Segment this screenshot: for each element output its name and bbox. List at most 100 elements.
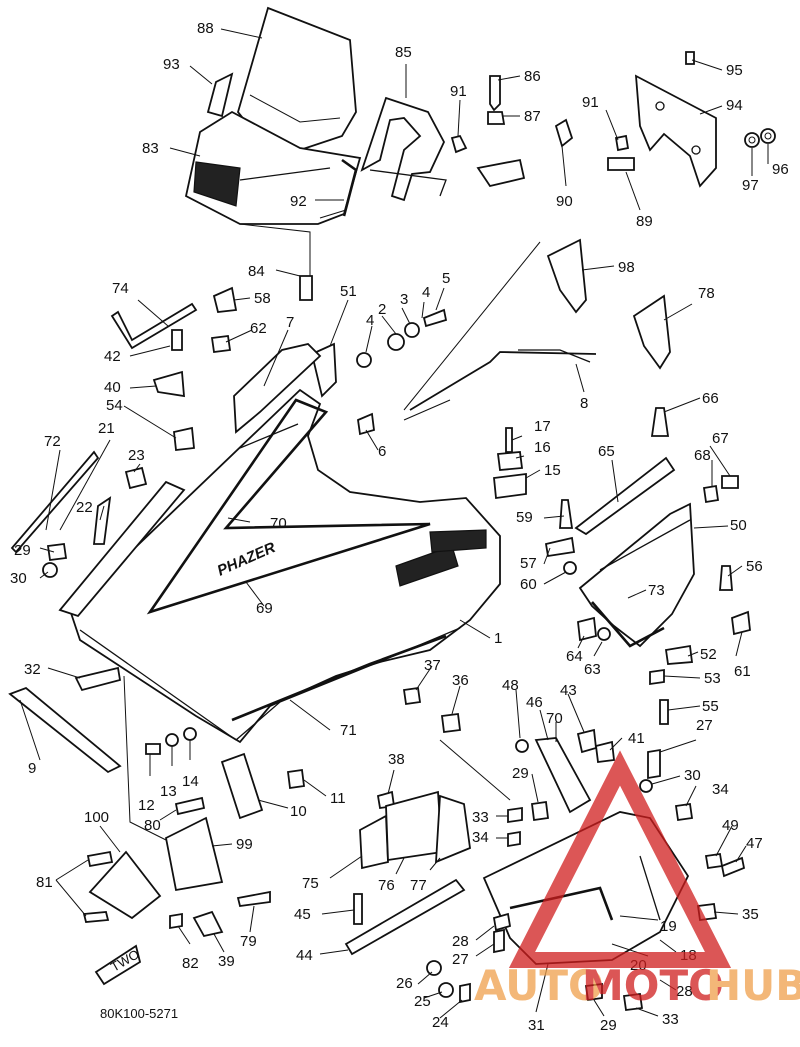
clip-82	[169, 912, 183, 930]
callout-36: 36	[452, 672, 469, 689]
callout-57: 57	[520, 555, 537, 572]
rod-74	[110, 302, 198, 350]
washer-13	[165, 733, 179, 747]
callout-34a: 34	[712, 781, 729, 798]
watermark-text-3: HUB	[706, 961, 800, 1010]
callout-88: 88	[197, 20, 214, 37]
bolt-24	[459, 982, 471, 1004]
nut-37	[402, 686, 422, 706]
callout-86: 86	[524, 68, 541, 85]
callout-81: 81	[36, 874, 53, 891]
pad-78	[632, 294, 671, 370]
panel-76	[385, 790, 443, 862]
callout-40: 40	[104, 379, 121, 396]
tray-100	[88, 850, 162, 920]
callout-92: 92	[290, 193, 307, 210]
callout-82: 82	[182, 955, 199, 972]
screw-49	[704, 852, 724, 870]
callout-45: 45	[294, 906, 311, 923]
callout-72: 72	[44, 433, 61, 450]
leader-lines	[19, 28, 769, 1019]
bolt-91	[450, 134, 468, 154]
washer-16	[496, 451, 524, 471]
bracket-57	[544, 536, 576, 558]
side-cover-99	[164, 816, 224, 892]
callout-98: 98	[618, 259, 635, 276]
callout-69: 69	[256, 600, 273, 617]
callout-13: 13	[160, 783, 177, 800]
callout-51: 51	[340, 283, 357, 300]
callout-29c: 29	[600, 1017, 617, 1034]
callout-31: 31	[528, 1017, 545, 1034]
callout-90: 90	[556, 193, 573, 210]
nut-33	[507, 806, 523, 824]
grommet-29b	[530, 800, 550, 822]
screw-6	[357, 412, 375, 436]
callout-38: 38	[388, 751, 405, 768]
washer-14	[183, 727, 197, 741]
callout-79: 79	[240, 933, 257, 950]
callout-100: 100	[84, 809, 109, 826]
clip-62	[210, 334, 232, 354]
callout-80: 80	[144, 817, 161, 834]
grommet-29a	[46, 542, 68, 562]
bolt-27b	[493, 928, 505, 954]
callout-97: 97	[742, 177, 759, 194]
callout-87: 87	[524, 108, 541, 125]
callout-22: 22	[76, 499, 93, 516]
washer-48	[515, 739, 529, 753]
callout-71: 71	[340, 722, 357, 739]
watermark-logo: AUTO MOTO HUB	[474, 750, 800, 1010]
callout-93: 93	[163, 56, 180, 73]
callout-68: 68	[694, 447, 711, 464]
callout-30a: 30	[10, 570, 27, 587]
grommet-34	[674, 802, 694, 822]
clip-53	[649, 668, 665, 686]
callout-27b: 27	[452, 951, 469, 968]
clip-39	[192, 910, 224, 938]
lower-cowl-50	[578, 502, 695, 648]
bar-65	[574, 456, 676, 536]
callout-25: 25	[414, 993, 431, 1010]
washer-97	[744, 132, 760, 148]
callout-43: 43	[560, 682, 577, 699]
washer-28	[492, 912, 512, 932]
clamp-89	[607, 157, 635, 171]
callout-16: 16	[534, 439, 551, 456]
bolt-27a	[647, 748, 661, 780]
callout-44: 44	[296, 947, 313, 964]
pin-66	[650, 407, 670, 437]
callout-52: 52	[700, 646, 717, 663]
bolt-67	[721, 475, 739, 489]
callout-14: 14	[182, 773, 199, 790]
callout-30b: 30	[684, 767, 701, 784]
washer-26	[426, 960, 442, 976]
washer-63	[597, 627, 611, 641]
watermark-text-2: MOTO	[582, 961, 724, 1010]
callout-24: 24	[432, 1014, 449, 1031]
callout-50: 50	[730, 517, 747, 534]
callout-42: 42	[104, 348, 121, 365]
callout-67: 67	[712, 430, 729, 447]
callout-1: 1	[494, 630, 502, 647]
callout-11: 11	[330, 790, 346, 807]
pin-56	[719, 565, 733, 591]
callout-70b: 70	[546, 710, 563, 727]
callout-3: 3	[400, 291, 408, 308]
bracket-94	[634, 74, 717, 188]
callout-74: 74	[112, 280, 129, 297]
callout-70a: 70	[270, 515, 287, 532]
clip-43	[576, 728, 597, 754]
callout-29a: 29	[14, 542, 31, 559]
callout-78: 78	[698, 285, 715, 302]
callout-59: 59	[516, 509, 533, 526]
grommet-11	[286, 768, 306, 790]
callout-33a: 33	[472, 809, 489, 826]
callout-77: 77	[410, 877, 427, 894]
bracket-22	[93, 496, 112, 545]
callout-96: 96	[772, 161, 789, 178]
panel-77	[435, 794, 471, 864]
washer-34b	[507, 830, 521, 848]
callout-34b: 34	[472, 829, 489, 846]
